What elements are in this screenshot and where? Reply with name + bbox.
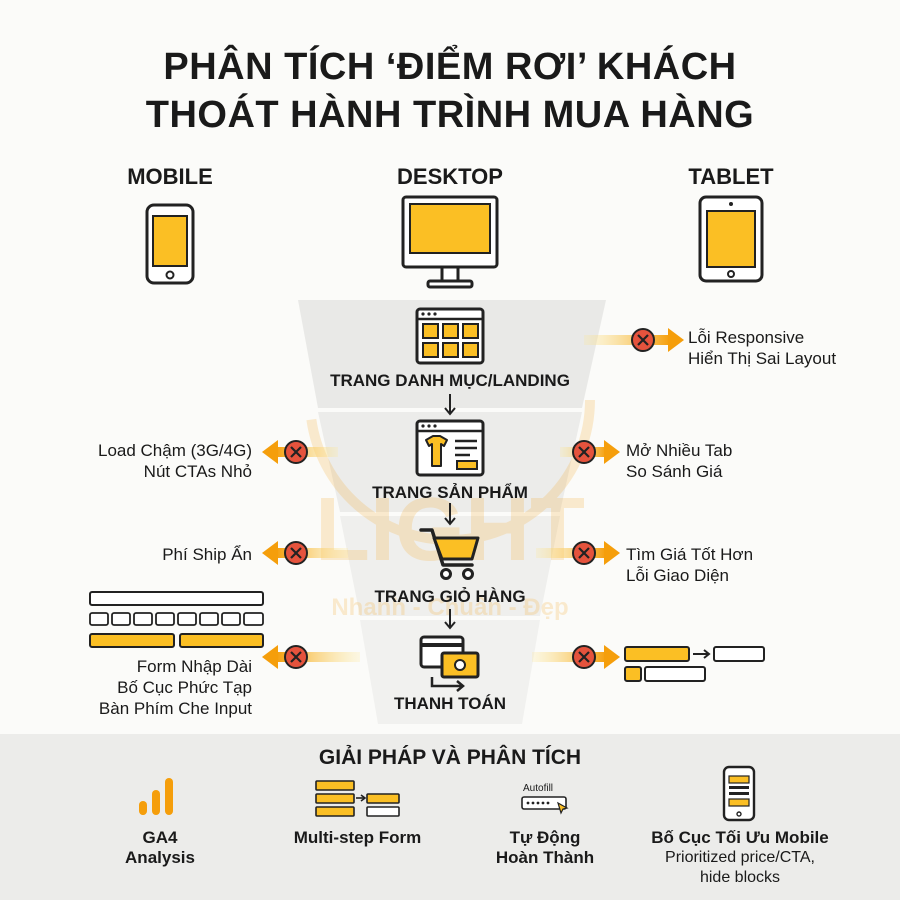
dropoff-arrow-cart-right — [536, 541, 620, 565]
device-label-tablet: TABLET — [688, 164, 774, 189]
issue-line: Nút CTAs Nhỏ — [143, 462, 252, 481]
tablet-icon — [698, 195, 764, 283]
stage-label-checkout: THANH TOÁN — [393, 694, 507, 713]
issue-line: Tìm Giá Tốt Hơn — [626, 545, 754, 564]
issue-landing-right: Lỗi Responsive Hiển Thị Sai Layout — [688, 327, 836, 369]
solution-label-line: Bố Cục Tối Ưu Mobile — [651, 828, 829, 847]
issue-line: Bàn Phím Che Input — [98, 699, 252, 718]
product-page-icon — [415, 419, 485, 477]
title-line-2: THOÁT HÀNH TRÌNH MUA HÀNG — [145, 94, 755, 136]
dropoff-arrow-checkout-left — [262, 645, 360, 669]
issue-line: Hiển Thị Sai Layout — [688, 349, 837, 368]
issue-line: Lỗi Responsive — [688, 328, 805, 347]
issue-line: Lỗi Giao Diện — [626, 566, 730, 585]
dropoff-arrow-product-left — [262, 440, 338, 464]
issue-product-left: Load Chậm (3G/4G) Nút CTAs Nhỏ — [40, 440, 252, 482]
issue-line: So Sánh Giá — [626, 462, 723, 481]
bar-chart-icon — [139, 778, 173, 815]
smartphone-icon — [145, 203, 195, 285]
solution-autofill: Tự Động Hoàn Thành — [470, 828, 620, 868]
solution-sub-line: hide blocks — [699, 869, 781, 886]
issue-cart-left: Phí Ship Ẩn — [40, 544, 252, 565]
solution-label-line: Hoàn Thành — [495, 848, 595, 867]
issue-product-right: Mở Nhiều Tab So Sánh Giá — [626, 440, 732, 482]
solution-ga4: GA4 Analysis — [95, 828, 225, 868]
stage-label-cart: TRANG GIỎ HÀNG — [374, 587, 526, 606]
payment-icon — [419, 635, 480, 692]
category-grid-icon — [415, 307, 485, 365]
solution-label-line: Analysis — [125, 848, 195, 867]
issue-cart-right: Tìm Giá Tốt Hơn Lỗi Giao Diện — [626, 544, 753, 586]
stage-label-product: TRANG SẢN PHẨM — [372, 483, 528, 502]
monitor-icon — [401, 195, 499, 289]
title-line-1: PHÂN TÍCH ‘ĐIỂM RƠI’ KHÁCH — [163, 46, 737, 88]
issue-line: Mở Nhiều Tab — [626, 441, 733, 460]
autofill-icon-label: Autofill — [523, 783, 554, 794]
solution-sub-line: Prioritized price/CTA, — [665, 849, 815, 866]
autofill-icon — [521, 796, 569, 815]
multistep-form-icon — [315, 780, 400, 817]
step-form-illustration — [624, 646, 765, 682]
solution-label-line: Multi-step Form — [293, 828, 422, 847]
mobile-layout-icon — [722, 765, 756, 822]
solution-mobile-layout: Bố Cục Tối Ưu Mobile Prioritized price/C… — [630, 828, 850, 888]
shopping-cart-icon — [419, 528, 480, 580]
dropoff-arrow-landing-right — [584, 328, 684, 352]
device-label-desktop: DESKTOP — [397, 164, 503, 189]
long-form-illustration — [89, 591, 264, 648]
solution-label-line: Tự Động — [509, 828, 581, 847]
dropoff-arrow-cart-left — [262, 541, 348, 565]
dropoff-arrow-product-right — [560, 440, 620, 464]
flow-arrows — [444, 394, 456, 630]
issue-line: Phí Ship Ẩn — [162, 545, 252, 564]
issue-line: Form Nhập Dài — [136, 657, 252, 676]
device-label-mobile: MOBILE — [127, 164, 213, 189]
issue-line: Load Chậm (3G/4G) — [97, 441, 252, 460]
solution-multistep-form: Multi-step Form — [270, 828, 445, 848]
dropoff-arrow-checkout-right — [532, 645, 620, 669]
solutions-title: GIẢI PHÁP VÀ PHÂN TÍCH — [318, 746, 582, 769]
issue-line: Bố Cục Phức Tạp — [117, 678, 252, 697]
solution-label-line: GA4 — [142, 828, 178, 847]
stage-label-landing: TRANG DANH MỤC/LANDING — [330, 371, 570, 390]
issue-checkout-left: Form Nhập Dài Bố Cục Phức Tạp Bàn Phím C… — [40, 656, 252, 719]
